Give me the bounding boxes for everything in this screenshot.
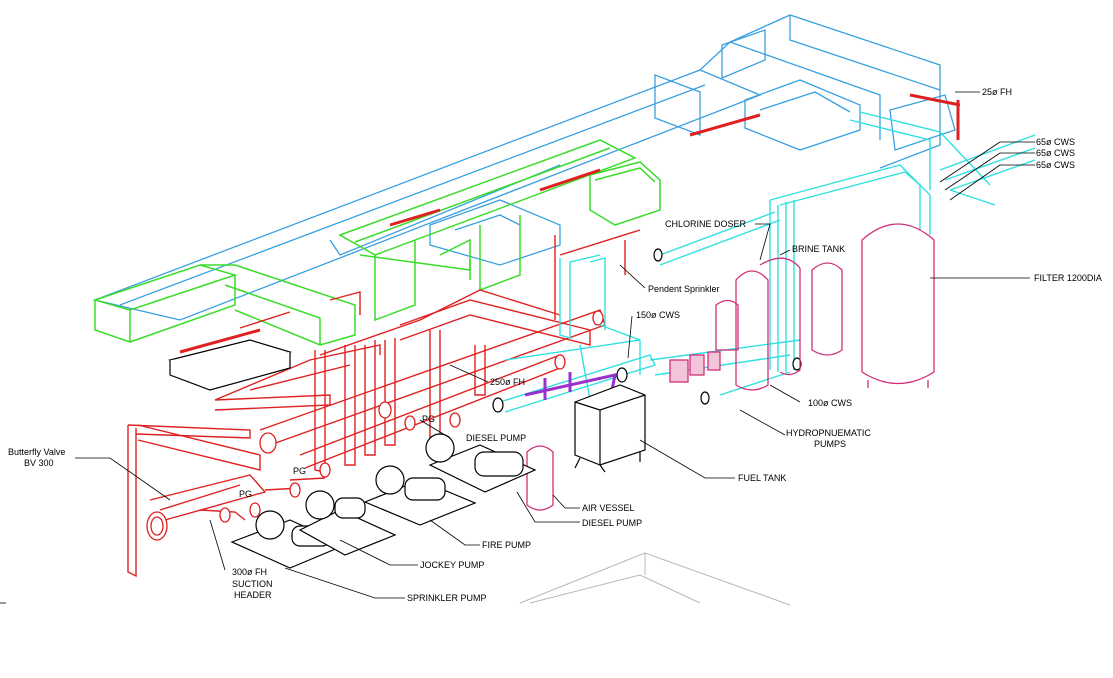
supply-duct-run — [92, 14, 956, 321]
label-fh-25: 25ø FH — [982, 87, 1012, 97]
label-cws-150: 150ø CWS — [636, 310, 680, 320]
air-vessel — [526, 445, 554, 511]
label-cws-100: 100ø CWS — [808, 398, 852, 408]
green-duct-sections — [92, 139, 661, 346]
label-cws-65-a: 65ø CWS — [1036, 137, 1075, 147]
label-sprinkler-pump: SPRINKLER PUMP — [407, 593, 487, 603]
label-chlorine-doser: CHLORINE DOSER — [665, 219, 747, 229]
label-cws-65-b: 65ø CWS — [1036, 148, 1075, 158]
label-hydro-line1: HYDROPNUEMATIC — [786, 428, 871, 438]
label-suction-line1: 300ø FH — [232, 567, 267, 577]
label-suction-line3: HEADER — [234, 590, 272, 600]
label-butterfly-line1: Butterfly Valve — [8, 447, 65, 457]
label-fh-250: 250ø FH — [490, 377, 525, 387]
label-brine-tank: BRINE TANK — [792, 244, 845, 254]
label-fuel-tank: FUEL TANK — [738, 473, 786, 483]
brine-tank — [735, 257, 843, 391]
label-diesel-pump-top: DIESEL PUMP — [466, 433, 526, 443]
fire-pipe-accents — [179, 93, 961, 354]
annotation-labels: 25ø FH 65ø CWS 65ø CWS 65ø CWS CHLORINE … — [8, 87, 1102, 603]
label-air-vessel: AIR VESSEL — [582, 503, 635, 513]
cold-water-fittings — [492, 248, 802, 413]
chemical-line — [524, 372, 617, 400]
fuel-tank — [574, 384, 646, 473]
label-diesel-pump-bottom: DIESEL PUMP — [582, 518, 642, 528]
label-butterfly-line2: BV 300 — [24, 458, 54, 468]
label-pg-top: PG — [422, 414, 435, 424]
label-fire-pump: FIRE PUMP — [482, 540, 531, 550]
label-suction-line2: SUCTION — [232, 579, 273, 589]
hydropneumatic-pumps — [669, 299, 739, 383]
filter-vessel — [861, 223, 935, 388]
label-jockey-pump: JOCKEY PUMP — [420, 560, 484, 570]
leader-lines — [0, 91, 1035, 604]
pipe-flanges — [146, 310, 604, 541]
label-pg-left: PG — [239, 489, 252, 499]
label-cws-65-c: 65ø CWS — [1036, 160, 1075, 170]
pump-sets — [167, 339, 537, 569]
label-filter: FILTER 1200DIA — [1034, 273, 1102, 283]
label-hydro-line2: PUMPS — [814, 439, 846, 449]
label-pg-mid: PG — [293, 466, 306, 476]
label-pendent-sprinkler: Pendent Sprinkler — [648, 284, 720, 294]
building-outline — [519, 552, 791, 606]
